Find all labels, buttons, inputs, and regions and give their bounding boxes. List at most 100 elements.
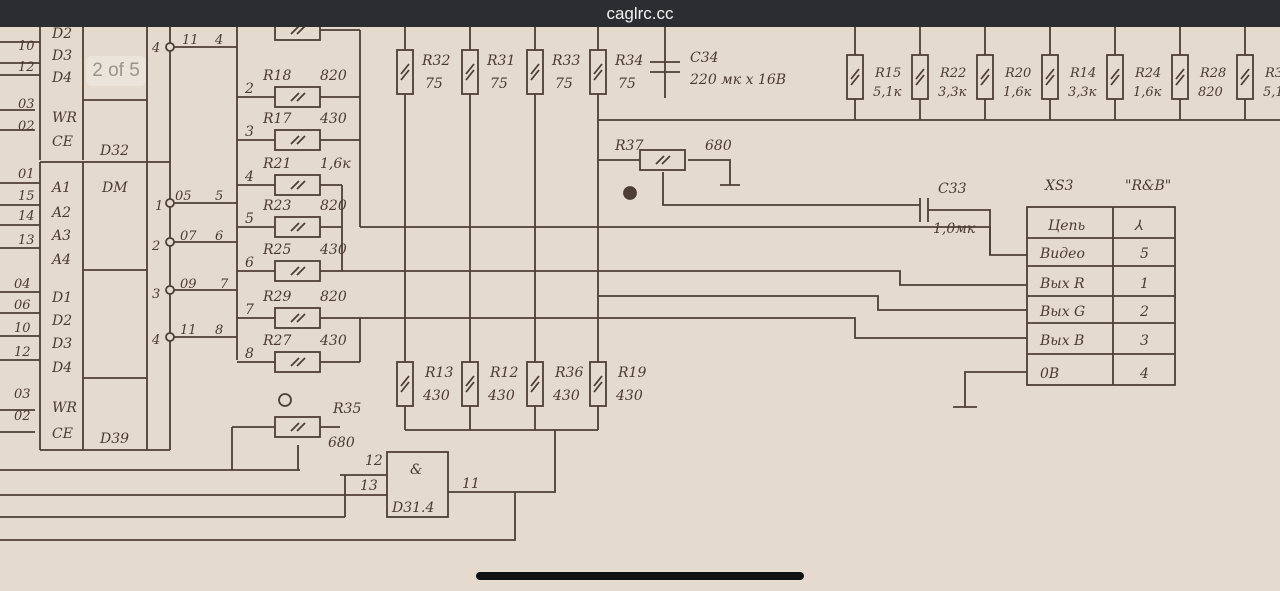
resistor-ref: R23	[262, 198, 291, 214]
resistor-value: 820	[320, 198, 347, 214]
pin-name: D3	[51, 336, 72, 352]
gate-pin: 13	[360, 478, 378, 494]
pin-number: 03	[14, 387, 31, 402]
pin-number: 03	[18, 97, 35, 112]
bus-pin-number: 4	[151, 41, 160, 56]
pin-name: D2	[51, 27, 72, 42]
browser-address-bar[interactable]: caglrc.cc	[0, 0, 1280, 27]
connector-header-pin: ⅄	[1134, 218, 1144, 234]
resistor-value: 820	[320, 289, 347, 305]
resistor-h-2	[274, 174, 321, 196]
resistor-ref: R20	[1004, 66, 1031, 81]
resistor-v-bottom-1	[461, 361, 479, 407]
resistor-h-4	[274, 260, 321, 282]
bus-pin-number: 07	[180, 229, 197, 244]
resistor-value: 5,1	[1263, 85, 1280, 100]
resistor-value: 430	[487, 388, 515, 404]
pin-number: 14	[18, 209, 35, 224]
capacitor-value: 1,0мк	[933, 221, 976, 237]
resistor-v-right-3	[1041, 54, 1059, 100]
resistor-ref: R29	[262, 289, 291, 305]
pin-name: CE	[52, 426, 73, 442]
resistor-value: 430	[422, 388, 450, 404]
resistor-v-right-0	[846, 54, 864, 100]
resistor-value: 3,3к	[1068, 85, 1097, 100]
resistor-v-right-2	[976, 54, 994, 100]
gate-pin: 11	[462, 476, 480, 492]
resistor-value: 75	[555, 76, 573, 92]
pin-name: WR	[52, 400, 77, 416]
connector-pin-number: 2	[244, 81, 254, 97]
resistor-v-bottom-0	[396, 361, 414, 407]
pin-number: 02	[18, 119, 35, 134]
capacitor-ref: C33	[938, 181, 967, 197]
pin-name: D1	[51, 290, 72, 306]
connector-pin-number: 4	[244, 169, 254, 185]
resistor-value: 430	[319, 333, 347, 349]
pin-name: WR	[52, 110, 77, 126]
resistor-value: 3,3к	[938, 85, 967, 100]
pin-number: 06	[14, 298, 31, 313]
resistor-h-1	[274, 129, 321, 151]
resistor-v-top-3	[589, 49, 607, 95]
chip-label: D32	[99, 143, 129, 159]
resistor-value: 75	[490, 76, 508, 92]
pin-number: 01	[18, 167, 35, 182]
resistor-ref: R32	[421, 53, 450, 69]
resistor-value: 430	[615, 388, 643, 404]
resistor-v-top-2	[526, 49, 544, 95]
resistor-value: 75	[425, 76, 443, 92]
resistor-ref: R21	[262, 156, 291, 172]
pin-name: CE	[52, 134, 73, 150]
inverted-pin-circle	[165, 42, 175, 52]
resistor-v-right-5	[1171, 54, 1189, 100]
gate-pin: 12	[365, 453, 383, 469]
inverted-pin-circle	[165, 198, 175, 208]
resistor-ref: R33	[551, 53, 580, 69]
resistor-h-0	[274, 86, 321, 108]
bus-pin-number: 09	[180, 277, 197, 292]
resistor-value: 430	[319, 111, 347, 127]
pin-name: A3	[50, 228, 71, 244]
pin-name: A4	[50, 252, 71, 268]
resistor-ref: R19	[617, 365, 646, 381]
pin-number: 13	[18, 233, 35, 248]
lamp-sun-icon	[278, 393, 292, 407]
bus-pin-number: 05	[175, 189, 192, 204]
capacitor-value: 220 мк х 16В	[689, 72, 786, 88]
connector-pin-number: 8	[245, 346, 254, 362]
inverted-pin-circle	[165, 237, 175, 247]
bus-pin-number: 8	[215, 323, 223, 338]
pin-name: D4	[51, 360, 72, 376]
resistor-r37	[639, 149, 686, 171]
capacitor-ref: C34	[690, 50, 719, 66]
resistor-v-top-1	[461, 49, 479, 95]
resistor-ref: R22	[939, 66, 966, 81]
resistor-ref: R14	[1069, 66, 1096, 81]
connector-ref: XS3	[1044, 178, 1074, 194]
page-indicator: 2 of 5	[86, 56, 146, 86]
pin-number: 12	[14, 345, 31, 360]
resistor-value: 430	[319, 242, 347, 258]
connector-pin-number: 5	[245, 211, 254, 227]
resistor-value: 680	[328, 435, 355, 451]
resistor-ref: R36	[554, 365, 583, 381]
connector-pin-number: 6	[245, 255, 254, 271]
resistor-value: 5,1к	[873, 85, 902, 100]
resistor-value: 430	[552, 388, 580, 404]
resistor-value: 1,6к	[320, 156, 351, 172]
pin-number: 10	[18, 39, 35, 54]
led-indicator-icon	[623, 186, 637, 200]
pin-number: 15	[18, 189, 35, 204]
home-indicator[interactable]	[476, 572, 804, 580]
connector-row-pin: 5	[1140, 246, 1149, 262]
resistor-ref: R27	[262, 333, 291, 349]
connector-row-label: Вых R	[1039, 276, 1085, 292]
resistor-ref: R3	[1264, 66, 1280, 81]
chip-label: D39	[99, 431, 129, 447]
resistor-ref: R37	[614, 138, 643, 154]
resistor-ref: R12	[489, 365, 518, 381]
bus-pin-number: 6	[215, 229, 223, 244]
